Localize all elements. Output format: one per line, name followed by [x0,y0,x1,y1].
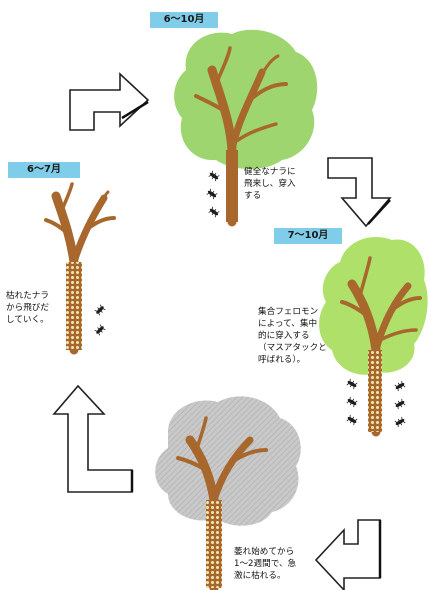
arrow-right-down [327,157,392,228]
arrow-bottom-left [314,519,382,590]
note-wilt: 萎れ始めてから 1～2週間で、急 激に枯れる。 [234,547,297,581]
note-emerge: 枯れたナラ から飛びだ していく。 [6,291,49,325]
arrow-top-left [69,72,150,131]
arrow-left-up [52,384,134,493]
beetles-invading [205,169,221,219]
healthy-oak-tree [174,29,318,227]
note-mass-attack: 集合フェロモン によって、集中 的に穿入する （マスアタックと 呼ばれる）。 [258,307,327,365]
attacked-oak-tree [319,236,428,437]
period-label-top: 6～10月 [150,12,218,28]
period-label-right: 7～10月 [274,228,342,244]
note-invade: 健全なナラに 飛来し、穿入 する [244,167,296,201]
wilted-oak-tree [155,396,301,590]
period-label-left: 6～7月 [8,162,80,178]
dead-oak-tree [44,182,116,355]
beetles-emerging [93,303,107,337]
